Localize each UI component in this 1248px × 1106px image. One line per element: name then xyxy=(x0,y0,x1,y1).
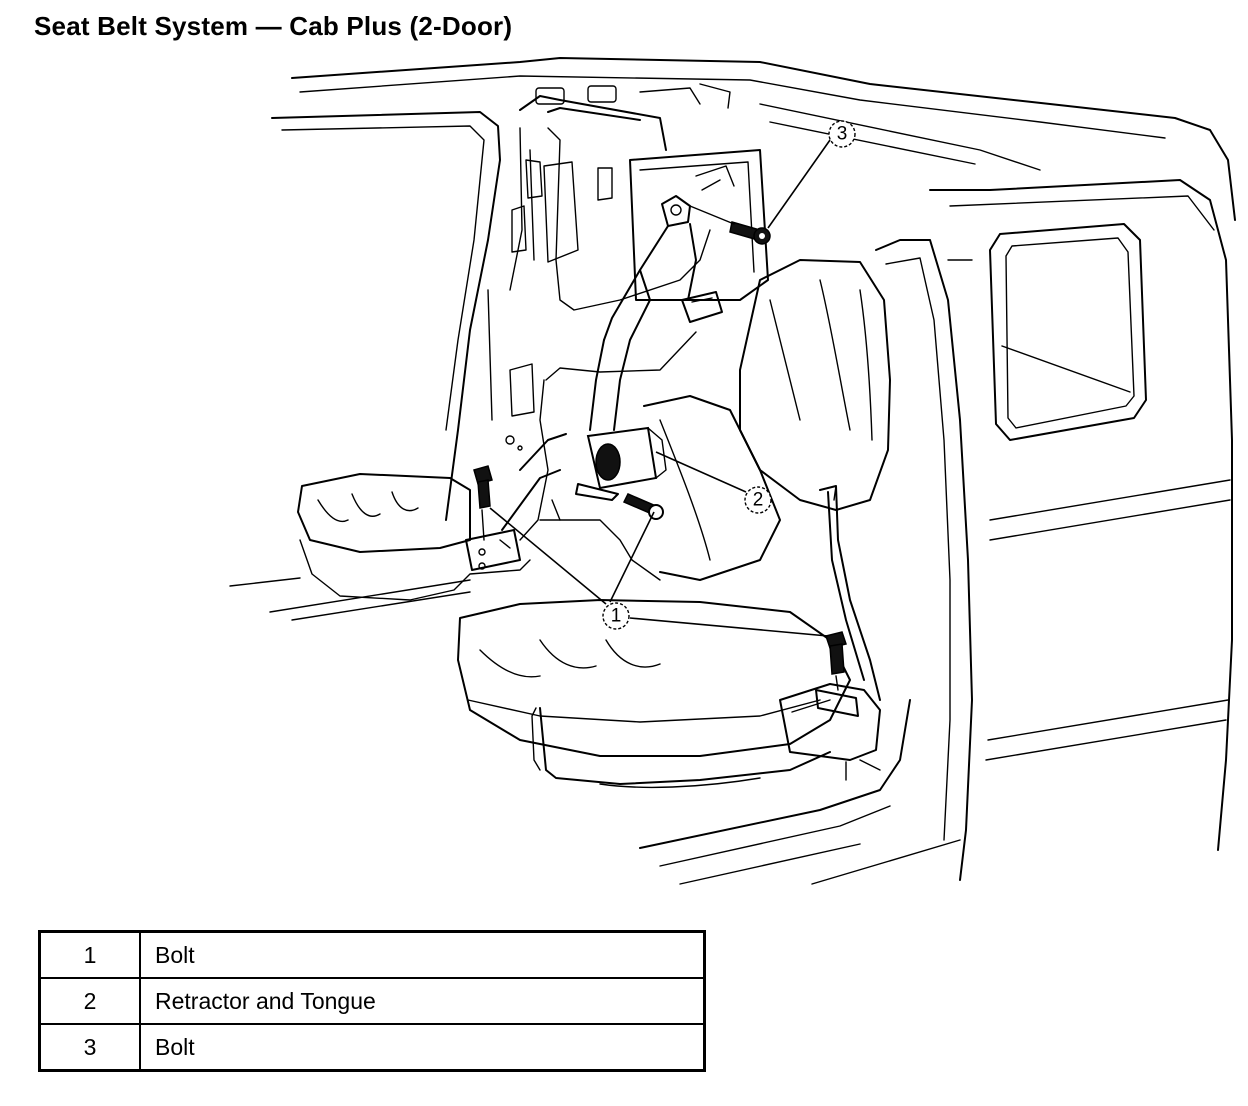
leader-lines xyxy=(489,139,831,637)
anchor-bolt-upper xyxy=(689,205,771,245)
legend-number: 3 xyxy=(38,1023,141,1072)
callout-3: 3 xyxy=(828,120,856,148)
floor-bolt-left xyxy=(473,465,493,541)
seat-belt-diagram: 3 2 1 xyxy=(229,57,1236,885)
rear-wall xyxy=(271,95,769,521)
floor-bolt-right xyxy=(825,631,847,691)
legend-description: Bolt xyxy=(139,1023,706,1072)
cab-floor xyxy=(229,499,661,621)
side-belt-strap xyxy=(819,485,881,701)
parts-legend-table: 1 Bolt 2 Retractor and Tongue 3 Bolt xyxy=(38,930,706,1072)
callout-2-label: 2 xyxy=(753,490,764,511)
front-seat xyxy=(457,259,891,789)
callout-2: 2 xyxy=(744,486,772,514)
legend-number: 1 xyxy=(38,930,141,979)
table-row: 1 Bolt xyxy=(38,930,706,979)
table-row: 3 Bolt xyxy=(38,1023,706,1072)
legend-description: Retractor and Tongue xyxy=(139,977,706,1025)
legend-number: 2 xyxy=(38,977,141,1025)
legend-description: Bolt xyxy=(139,930,706,979)
door-frame xyxy=(639,179,1233,885)
callout-3-label: 3 xyxy=(837,124,848,145)
page-title: Seat Belt System — Cab Plus (2-Door) xyxy=(34,11,513,41)
cab-roof xyxy=(291,57,1236,221)
table-row: 2 Retractor and Tongue xyxy=(38,977,706,1025)
rear-seat xyxy=(297,473,531,601)
callout-1-label: 1 xyxy=(611,606,622,627)
seat-belt-assembly xyxy=(501,127,723,541)
callout-1: 1 xyxy=(602,602,630,630)
